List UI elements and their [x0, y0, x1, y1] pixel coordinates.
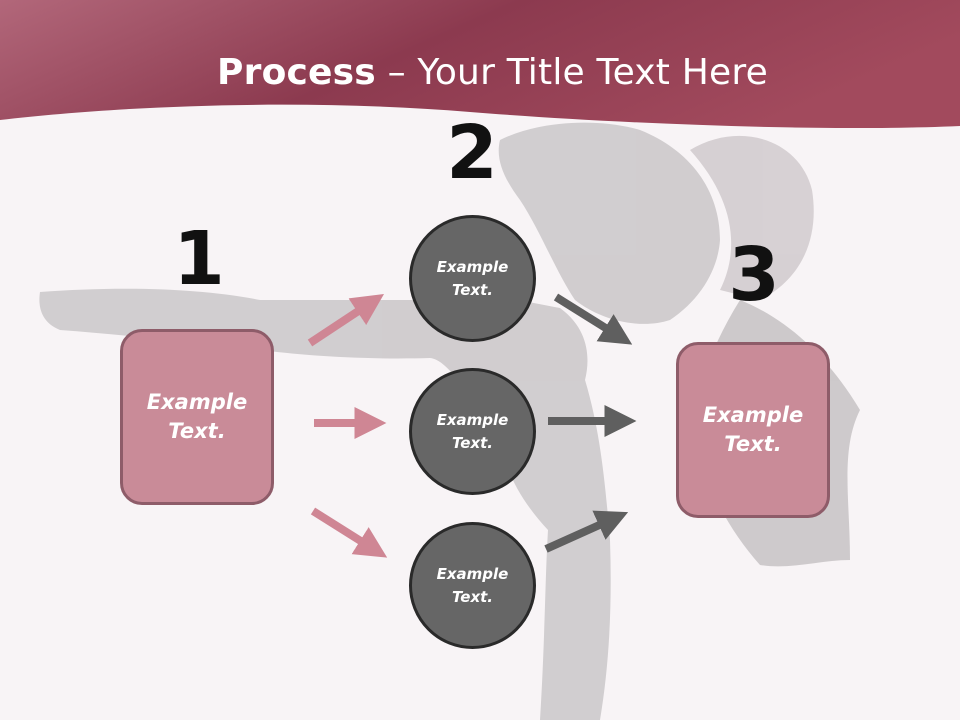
step-2-circle-middle-text: Example Text.: [436, 410, 509, 452]
title-bold: Process: [217, 52, 376, 93]
step-3-number: 3: [728, 232, 780, 318]
step-2-number: 2: [446, 110, 498, 196]
arrow-top-to-3: [553, 293, 633, 345]
step-1-text: Example Text.: [146, 390, 248, 443]
header-band: [0, 0, 960, 129]
step-2-circle-top-text: Example Text.: [436, 257, 509, 299]
step-3-text: Example Text.: [702, 403, 804, 456]
step-3-box: Example Text.: [676, 342, 830, 518]
step-2-circle-bottom-text: Example Text.: [436, 564, 509, 606]
step-2-circle-middle: Example Text.: [409, 368, 536, 495]
title-rest: – Your Title Text Here: [375, 52, 768, 93]
step-1-number: 1: [173, 216, 225, 302]
step-1-box: Example Text.: [120, 329, 274, 505]
arrow-1-to-top: [307, 294, 385, 347]
arrow-bottom-to-3: [544, 510, 629, 553]
step-2-circle-top: Example Text.: [409, 215, 536, 342]
arrow-1-to-bottom: [310, 507, 388, 558]
step-2-circle-bottom: Example Text.: [409, 522, 536, 649]
slide-title: Process – Your Title Text Here: [0, 52, 960, 93]
